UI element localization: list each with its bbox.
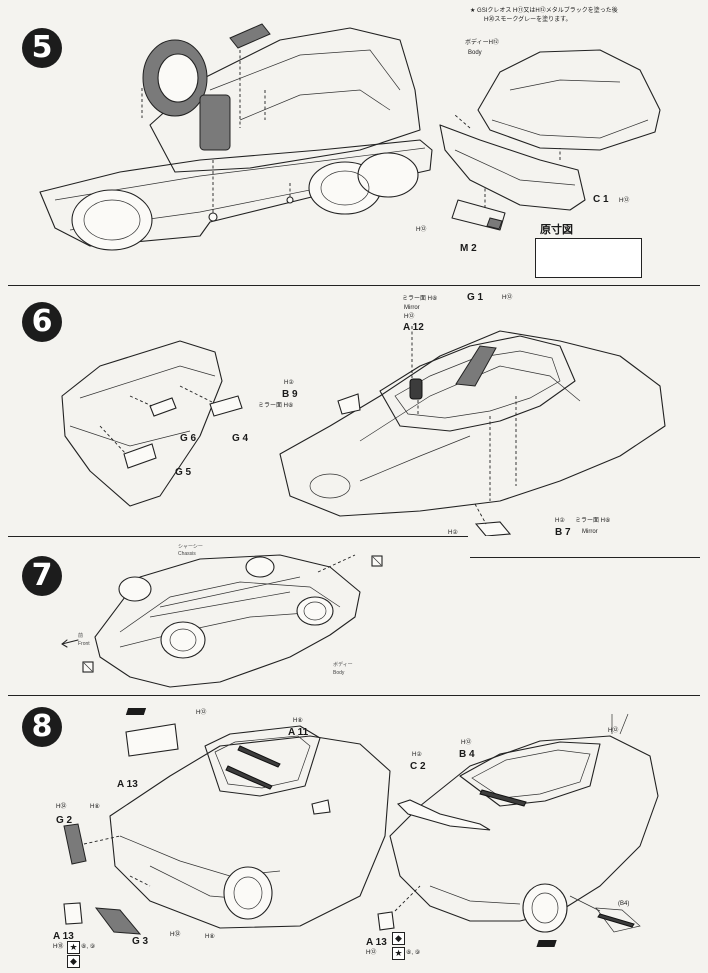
step-number: 7 xyxy=(22,556,62,596)
star-paint-values: ⑧, ⑨ xyxy=(81,944,96,950)
body-label-jp: ボディー xyxy=(333,662,353,668)
part-g6-label: G 6 xyxy=(180,433,197,444)
plate-color: H⑫ xyxy=(416,227,427,233)
part-m2-label: M 2 xyxy=(460,243,477,254)
part-a11-label: A 11 xyxy=(288,727,309,738)
paint-note-line1: ★ GSIクレオス H⑪又はH⑫メタルブラックを塗った後 xyxy=(470,8,618,14)
step-7-section: 7 シャーシー Chassis 前 xyxy=(0,537,708,695)
b9-mirror: ミラー面 H⑧ xyxy=(258,403,294,409)
a13-right-color: H⑫ xyxy=(366,950,377,956)
g3-color-h8: H⑧ xyxy=(205,934,215,940)
part-g5-label: G 5 xyxy=(175,467,192,478)
step-5-section: 5 xyxy=(0,0,708,285)
step-number: 5 xyxy=(22,28,62,68)
star-paint-icon: ★ xyxy=(67,941,80,954)
a13-bottom-color: H⑱ xyxy=(53,944,64,950)
chassis-label-en: Chassis xyxy=(178,551,196,557)
b4-detail-label: (B4) xyxy=(618,901,630,907)
c2-color: H② xyxy=(412,752,422,758)
section-divider xyxy=(8,695,700,696)
b4-color: H⑫ xyxy=(461,740,472,746)
body-label-jp: ボディーH⑫ xyxy=(465,40,499,46)
part-g1-label: G 1 xyxy=(467,292,484,303)
part-g3-label: G 3 xyxy=(132,936,149,947)
actual-size-box xyxy=(535,238,642,278)
part-b7-label: B 7 xyxy=(555,527,571,538)
part-a13-bottom-label: A 13 xyxy=(53,931,74,942)
part-g2-label: G 2 xyxy=(56,815,73,826)
front-label-jp: 前 xyxy=(78,633,84,639)
part-g1-color: H⑫ xyxy=(502,295,513,301)
b9-color: H② xyxy=(284,380,294,386)
part-c1-label: C 1 xyxy=(593,194,609,205)
step-number: 8 xyxy=(22,707,62,747)
part-b4-label: B 4 xyxy=(459,749,475,760)
b7-mirror-en: Mirror xyxy=(582,529,598,535)
a12-color: H⑫ xyxy=(404,314,415,320)
b7-mirror: ミラー面 H⑧ xyxy=(575,518,611,524)
part-a13-right-label: A 13 xyxy=(366,937,387,948)
a11-color-h12: H⑫ xyxy=(196,710,207,716)
a12-mirror-jp: ミラー面 H⑧ xyxy=(402,296,438,302)
step-7-drawing xyxy=(61,554,383,688)
body-label-en: Body xyxy=(333,670,345,676)
part-g4-label: G 4 xyxy=(232,433,249,444)
star-paint-icon: ★ xyxy=(392,947,405,960)
paint-note-line2: H⑳スモークグレーを塗ります。 xyxy=(484,17,572,23)
b7-color: H② xyxy=(555,518,565,524)
section-divider xyxy=(470,557,700,558)
actual-size-label: 原寸図 xyxy=(540,224,573,236)
a12-mirror-en: Mirror xyxy=(404,305,420,311)
decal-icon: ◆ xyxy=(67,955,80,968)
step-6-section: 6 xyxy=(0,286,708,538)
section-divider xyxy=(8,285,700,286)
step-5-drawing xyxy=(39,23,661,251)
part-b9-label: B 9 xyxy=(282,389,298,400)
chassis-label-jp: シャーシー xyxy=(178,544,203,550)
far-color: H⑫ xyxy=(608,728,619,734)
g2-color-h8: H⑧ xyxy=(90,804,100,810)
decal-icon: ◆ xyxy=(392,932,405,945)
body-label-en: Body xyxy=(468,50,482,56)
step-8-drawing xyxy=(63,708,659,947)
part-a13-top-label: A 13 xyxy=(117,779,138,790)
star-paint-values: ⑧, ⑨ xyxy=(406,950,421,956)
section-divider xyxy=(8,536,468,537)
front-label-en: Front xyxy=(78,641,90,647)
part-c2-label: C 2 xyxy=(410,761,426,772)
g3-color-h92: H㉜ xyxy=(170,932,181,938)
g2-color-h92: H㉜ xyxy=(56,804,67,810)
part-a12-label: A 12 xyxy=(403,322,424,333)
step-number: 6 xyxy=(22,302,62,342)
part-c1-color: H⑫ xyxy=(619,198,630,204)
step-8-section: 8 xyxy=(0,696,708,973)
b7-h2: H② xyxy=(448,530,458,536)
a11-color-h8: H⑧ xyxy=(293,718,303,724)
step-6-drawing xyxy=(61,326,666,536)
